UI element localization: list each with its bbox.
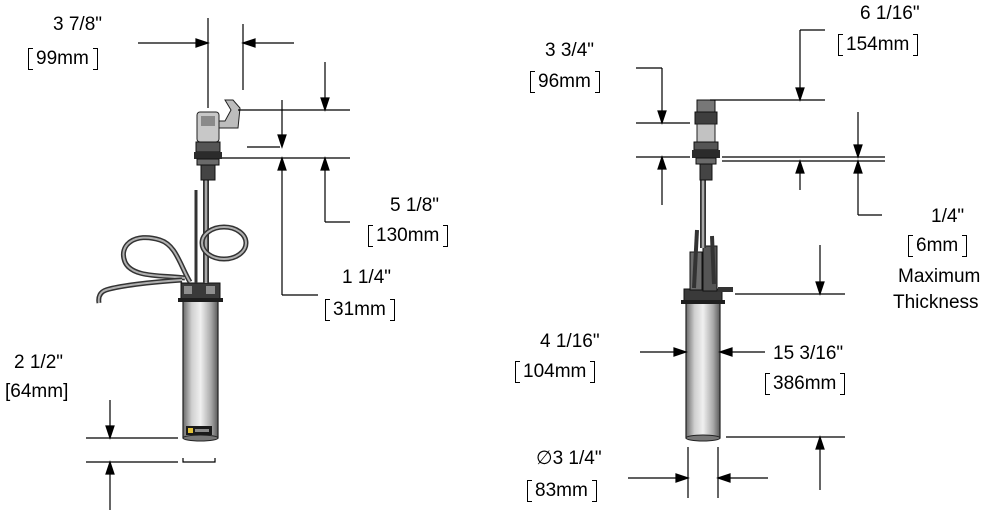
dim-5-1-8-imperial: 5 1/8"	[390, 195, 440, 216]
maximum-label: Maximum	[898, 266, 981, 287]
right-supply-hose	[692, 180, 716, 289]
right-faucet-valve	[692, 99, 720, 181]
right-filter-head	[681, 245, 733, 304]
dim-1-4-metric: 6mm	[908, 234, 967, 258]
dim-4-1-16-imperial: 4 1/16"	[540, 331, 600, 352]
dim-3-3-4-imperial: 3 3/4"	[545, 40, 595, 61]
dim-4-1-16-metric: 104mm	[515, 360, 595, 384]
left-faucet-valve	[194, 99, 241, 181]
dim-15-3-16-imperial: 15 3/16"	[773, 343, 844, 364]
dim-1-1-4-imperial: 1 1/4"	[342, 267, 392, 288]
dimension-lines	[86, 18, 885, 510]
dim-3-3-4-metric: 96mm	[530, 70, 600, 94]
dim-1-4-imperial: 1/4"	[931, 206, 965, 227]
dim-6-1-16-metric: 154mm	[838, 33, 918, 57]
right-filter-cylinder	[685, 301, 721, 442]
thickness-label: Thickness	[893, 292, 979, 313]
dim-3-1-4-metric: 83mm	[527, 479, 597, 503]
diameter-symbol: ∅	[536, 448, 553, 469]
dim-3-1-4-value: 3 1/4"	[552, 448, 602, 469]
dim-2-1-2-metric: [64mm]	[5, 381, 69, 402]
dim-6-1-16-imperial: 6 1/16"	[860, 3, 920, 24]
dim-1-1-4-metric: 31mm	[325, 298, 395, 322]
dim-3-7-8-imperial: 3 7/8"	[53, 14, 103, 35]
left-product-illustration	[96, 99, 249, 442]
dim-2-1-2-imperial: 2 1/2"	[14, 352, 64, 373]
dim-3-7-8-metric: 99mm	[28, 47, 98, 71]
right-product-illustration	[681, 99, 733, 442]
dim-15-3-16-metric: 386mm	[765, 372, 845, 396]
left-filter-cylinder	[182, 297, 219, 442]
left-filter-head	[178, 282, 223, 302]
dim-3-1-4-imperial: ∅3 1/4"	[536, 448, 602, 470]
left-supply-hose	[96, 180, 249, 304]
dim-5-1-8-metric: 130mm	[368, 224, 448, 248]
